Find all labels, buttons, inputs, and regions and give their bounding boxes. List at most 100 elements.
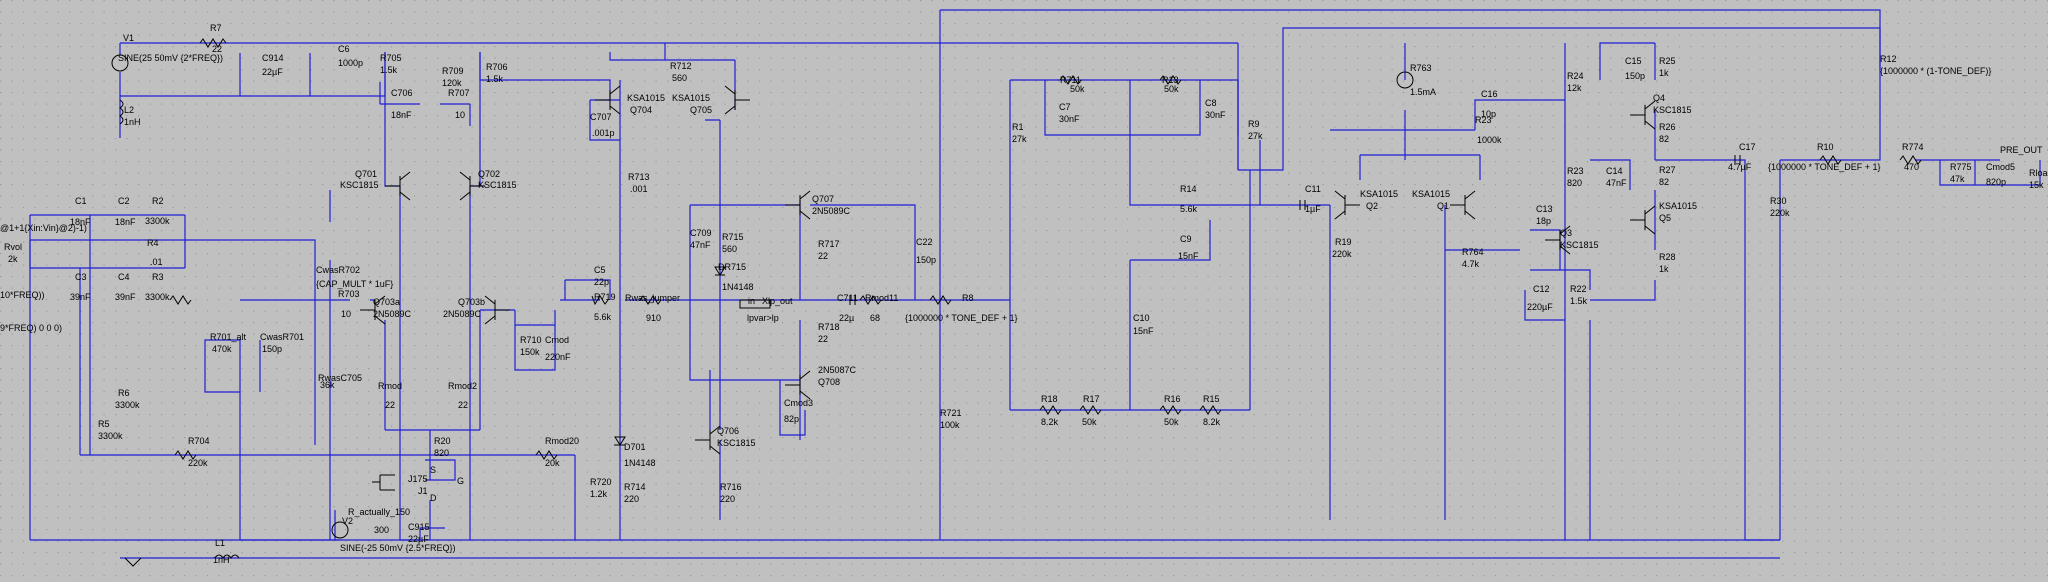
component-label: R2 [152,196,164,206]
component-label: .01 [150,257,163,267]
component-label: KSC1815 [717,438,756,448]
component-label: D [430,493,437,503]
component-label: R15 [1203,394,1220,404]
component-label: 150p [916,255,936,265]
component-label: 50k [1164,417,1179,427]
component-label: 22 [212,44,222,54]
component-label: R30 [1770,196,1787,206]
component-label: R_actually_150 [348,507,410,517]
component-label: Rmod2 [448,381,477,391]
component-label: 22 [385,400,395,410]
component-label: C11 [1305,184,1321,194]
component-label: 820p [1986,177,2006,187]
resistor-row-icon [859,155,1922,305]
component-label: V2 [342,516,353,526]
component-label: R7 [210,23,222,33]
component-label: 22µ [839,313,854,323]
component-label: Q702 [478,169,500,179]
component-label: L1 [215,538,225,548]
jfet-j175-icon [372,474,395,491]
component-label: 150k [520,347,540,357]
component-label: 15nF [1178,251,1199,261]
component-label: C2 [118,196,130,206]
component-label: KSC1815 [1560,240,1599,250]
component-label: 470 [1904,162,1919,172]
component-label: Rwas_jumper [625,293,680,303]
component-label: 1.5k [1570,296,1588,306]
component-label: 4.7µF [1728,162,1752,172]
component-label: S [430,465,436,475]
component-label: C9 [1180,234,1192,244]
component-label: C22 [916,237,933,247]
component-label: C12 [1533,284,1550,294]
component-label: 1k [1659,264,1669,274]
component-label: 4.7k [1462,259,1480,269]
component-label: R4 [147,238,159,248]
component-label: Rvol [4,242,22,252]
component-label: 22µF [408,534,429,544]
component-label: 15k [2029,180,2044,190]
component-label: 1nH [124,117,141,127]
component-label: R10 [1817,142,1834,152]
component-label: R8 [962,293,974,303]
subcircuit-xlp-out-icon [739,299,771,309]
component-label: 22 [818,251,828,261]
component-label: 470k [212,344,232,354]
component-label: 1.2k [590,489,608,499]
component-label: KSA1015 [1412,189,1450,199]
component-label: R22 [1570,284,1587,294]
component-label: 22 [458,400,468,410]
component-label: 3300k [145,216,170,226]
component-label: 50k [1070,84,1085,94]
component-label: Cmod3 [784,398,813,408]
component-label: 15nF [1133,326,1154,336]
resistor-r11-icon [1059,75,1082,85]
component-label: Q707 [812,194,834,204]
resistor-r719-icon [591,295,662,306]
component-label: 10p [1481,109,1496,119]
component-label: 300 [374,525,389,535]
component-label: 1.5k [486,74,504,84]
component-label: Q703a [373,297,400,307]
component-label: @1+1{Xin:Vin}@2)-1) [0,223,87,233]
component-label: C15 [1625,56,1642,66]
component-label: 10 [455,110,465,120]
component-label: R704 [188,436,210,446]
component-label: R24 [1567,71,1584,81]
component-label: Cmod [545,335,569,345]
component-label: 30nF [1059,114,1080,124]
component-label: 27k [1012,134,1027,144]
component-label: Cmod5 [1986,162,2015,172]
component-label: 50k [1082,417,1097,427]
component-label: R703 [338,289,360,299]
ground-icon [124,557,142,567]
component-label: 2k [8,254,18,264]
component-label: 5.6k [1180,204,1198,214]
component-label: DR715 [718,262,746,272]
component-label: 150p [262,344,282,354]
component-label: in [748,296,755,306]
component-label: KSA1015 [672,93,710,103]
component-label: J175 [408,474,428,484]
component-label: R716 [720,482,742,492]
component-label: 82 [1659,177,1669,187]
component-label: SINE(25 50mV {2*FREQ}) [118,53,223,63]
component-label: C16 [1481,89,1498,99]
component-label: 100k [940,420,960,430]
component-label: 820 [434,448,449,458]
inductor-l1-icon [214,554,240,559]
component-label: R5 [98,419,110,429]
component-label: 8.2k [1041,417,1059,427]
component-label: KSA1015 [1659,201,1697,211]
component-label: Q706 [717,426,739,436]
component-label: 3300k [145,292,170,302]
component-label: 2N5089C [443,309,482,319]
component-label: C915 [408,522,430,532]
component-label: R12 [1880,54,1897,64]
component-label: Q3 [1560,228,1572,238]
component-label: R707 [448,88,470,98]
component-label: R718 [818,322,840,332]
